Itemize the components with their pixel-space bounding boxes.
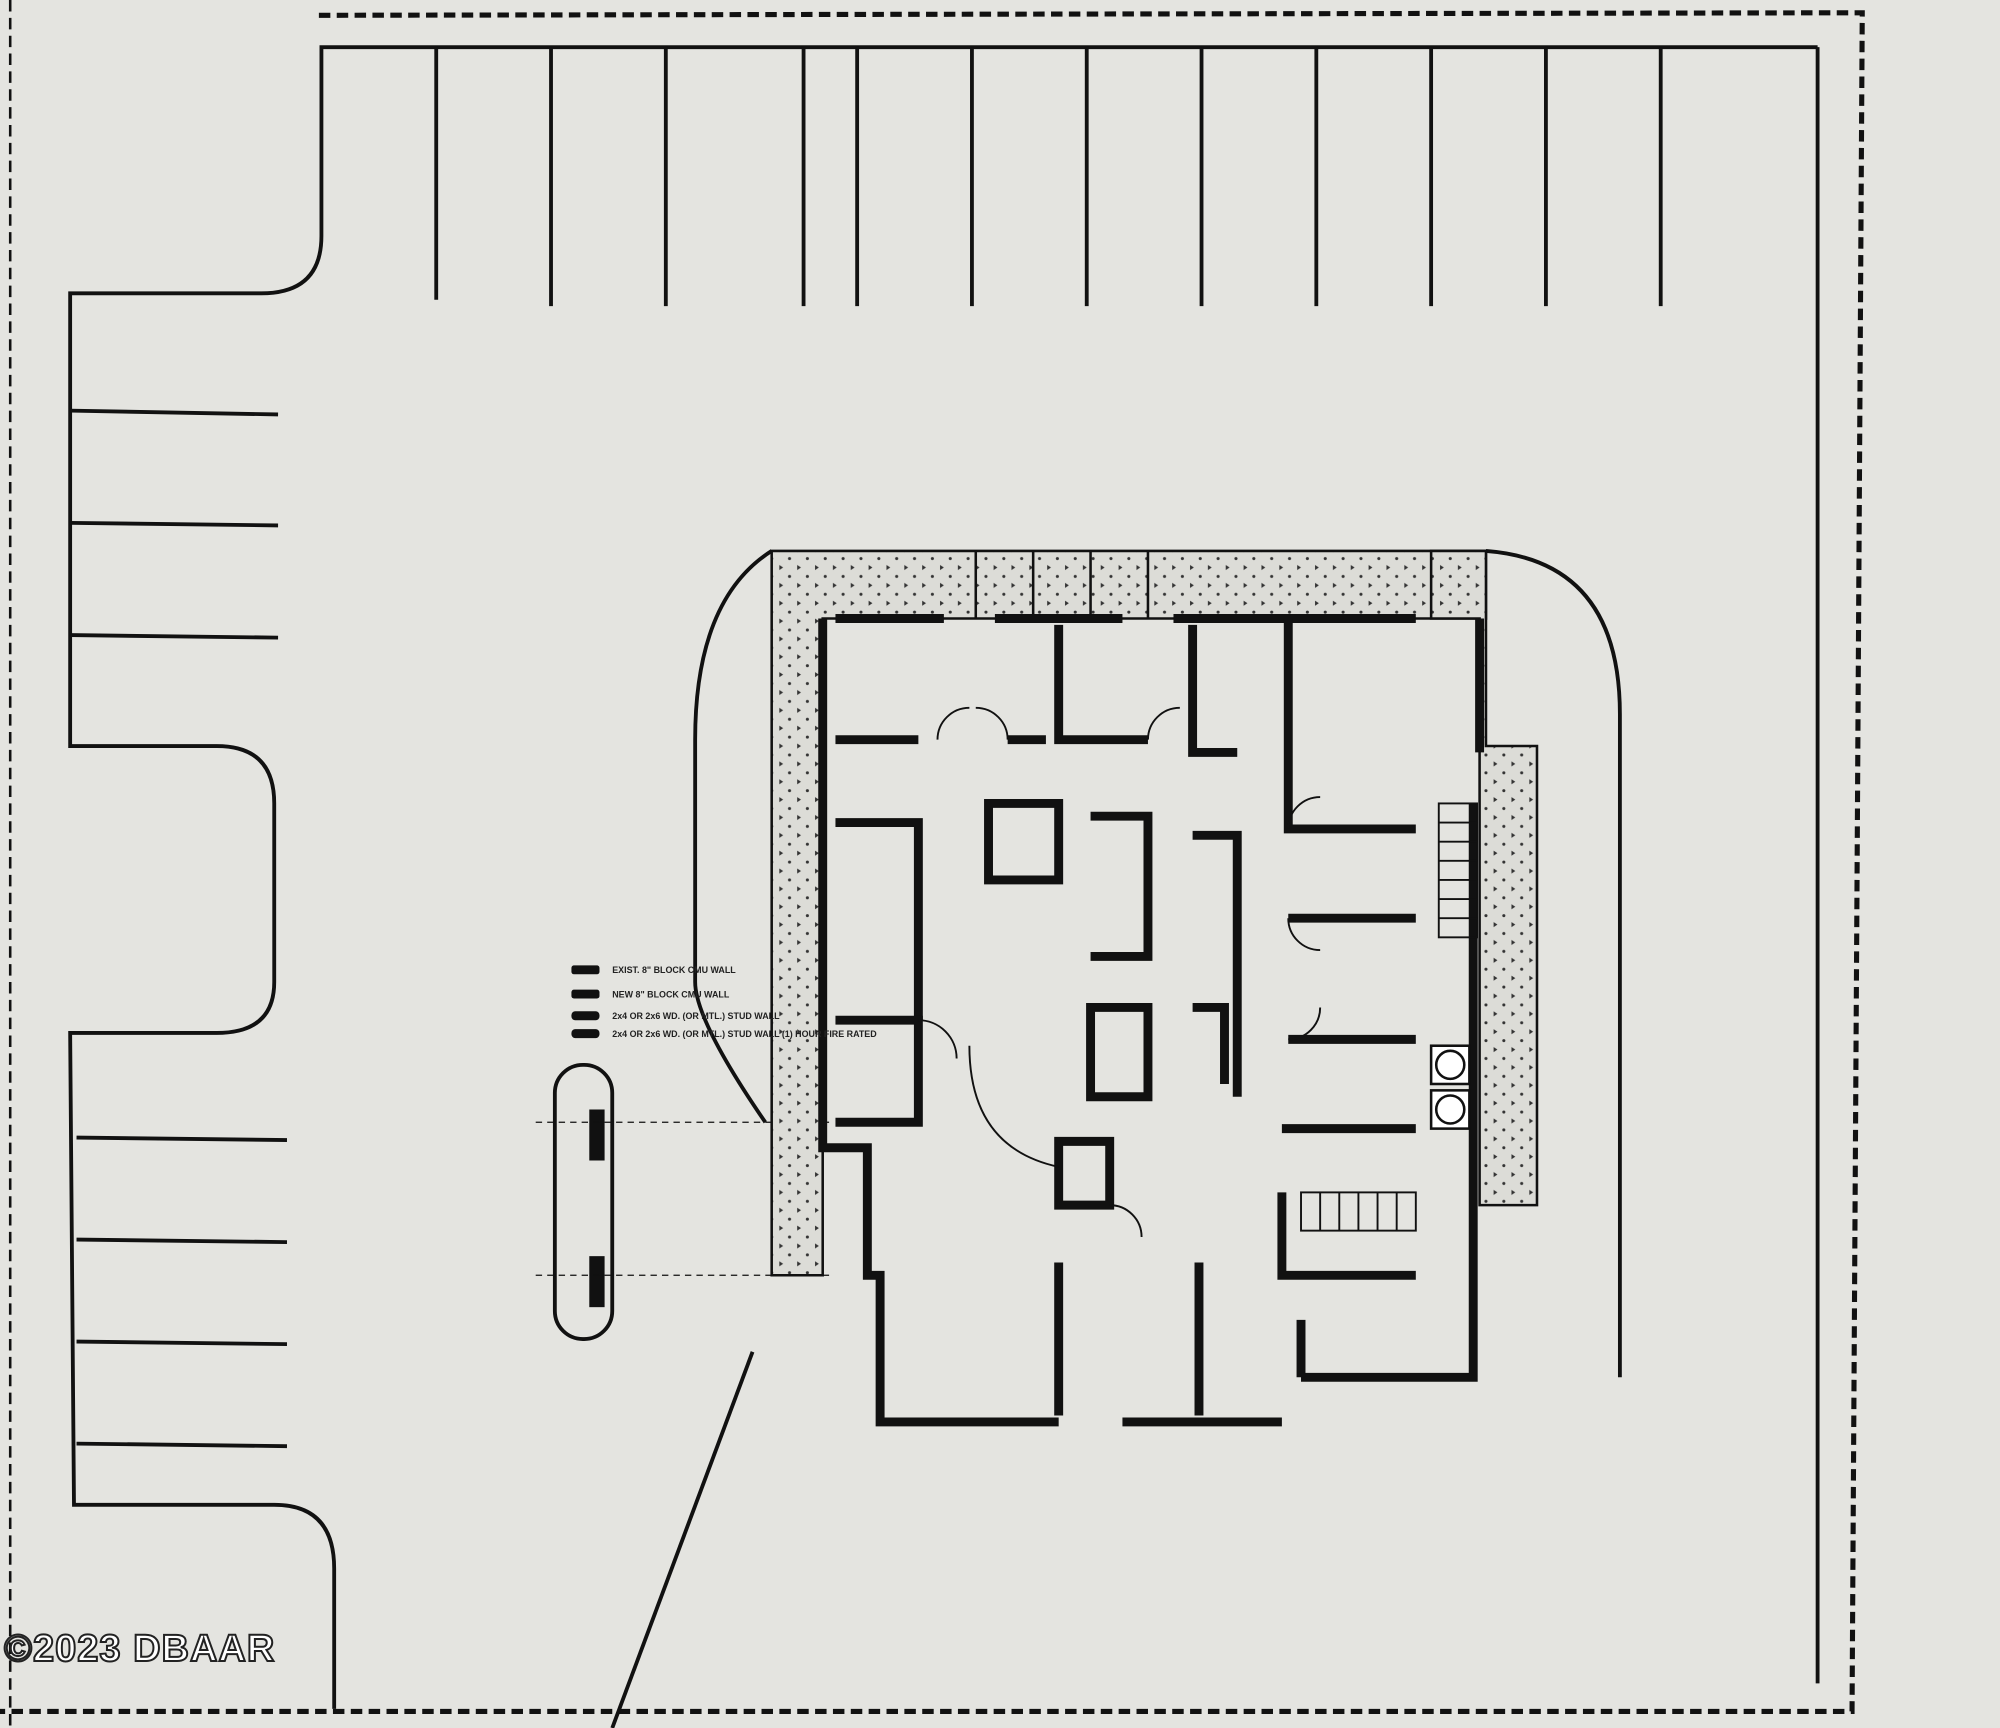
legend-label: NEW 8" BLOCK CMU WALL: [612, 989, 730, 999]
legend-label: 2x4 OR 2x6 WD. (OR MTL.) STUD WALL (1) H…: [612, 1029, 877, 1039]
hvac-units: [1429, 1044, 1471, 1130]
wall-legend: EXIST. 8" BLOCK CMU WALL NEW 8" BLOCK CM…: [571, 965, 877, 1039]
legend-label: EXIST. 8" BLOCK CMU WALL: [612, 965, 736, 975]
parking-lot-outline: [68, 45, 1820, 1709]
driveway-curve: [610, 549, 1622, 1728]
landscape-island: [552, 1062, 615, 1341]
property-boundary-dashed: [0, 0, 1865, 1728]
building-floor-plan: [818, 614, 1485, 1427]
legend-label: 2x4 OR 2x6 WD. (OR MTL.) STUD WALL: [612, 1011, 780, 1021]
stairs: [1300, 802, 1478, 1232]
door-swings: [918, 706, 1322, 1238]
copyright-watermark: ©2023 DBAAR: [3, 1627, 276, 1671]
parking-stripes: [70, 47, 1663, 1449]
